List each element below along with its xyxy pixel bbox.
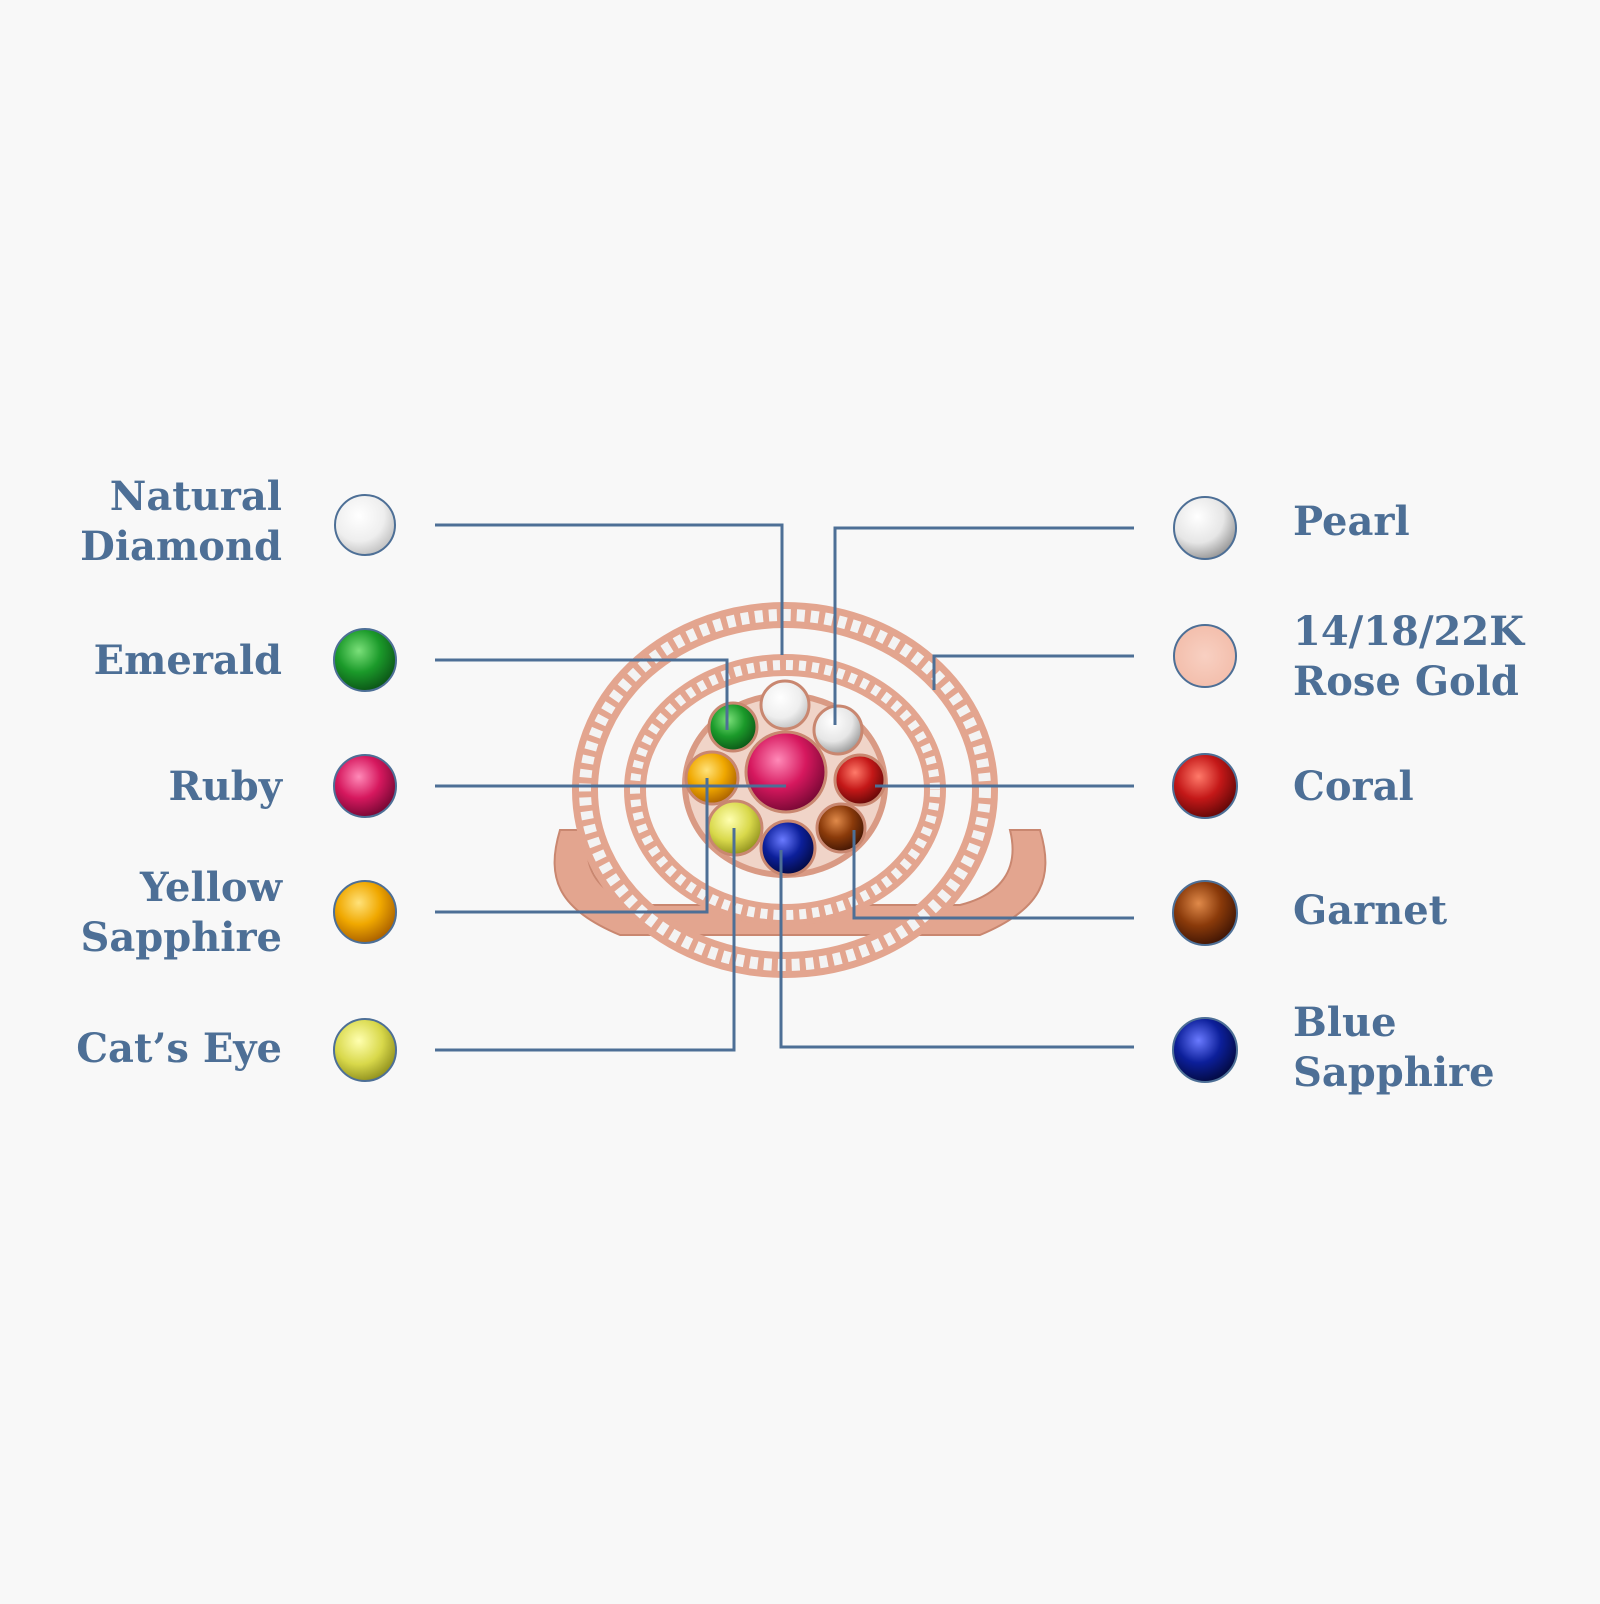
- swatch-blue-sapphire: [1172, 1017, 1238, 1083]
- swatch-coral: [1172, 753, 1238, 819]
- leader-emerald: [435, 658, 729, 730]
- leader-blue-sapphire: [779, 850, 1134, 1049]
- leader-natural-diamond: [435, 523, 784, 655]
- ring-ruby: [744, 730, 828, 814]
- leader-garnet: [852, 830, 1134, 920]
- ring-garnet: [815, 802, 867, 854]
- ring-diamond: [759, 679, 811, 731]
- leader-lines: [435, 523, 1134, 1052]
- label-blue-sapphire: Blue Sapphire: [1293, 999, 1495, 1096]
- ring-yellow-sapphire: [684, 750, 740, 806]
- ring-coral: [833, 753, 887, 807]
- swatch-emerald: [333, 628, 397, 692]
- swatch-natural-diamond: [334, 494, 396, 556]
- swatch-cats-eye: [333, 1018, 397, 1082]
- ring-blue-sapphire: [759, 819, 817, 877]
- label-yellow-sapphire: Yellow Sapphire: [80, 864, 282, 961]
- ring-emerald: [707, 701, 759, 753]
- right-swatches: [1172, 496, 1238, 1083]
- left-swatches: [333, 494, 397, 1082]
- leader-cats-eye: [435, 828, 736, 1052]
- ring-pearl: [812, 704, 864, 756]
- label-pearl: Pearl: [1293, 498, 1410, 545]
- label-emerald: Emerald: [93, 637, 282, 684]
- swatch-garnet: [1172, 880, 1238, 946]
- label-rose-gold: 14/18/22K Rose Gold: [1293, 608, 1524, 705]
- label-cats-eye: Cat’s Eye: [76, 1025, 282, 1072]
- swatch-yellow-sapphire: [333, 880, 397, 944]
- label-ruby: Ruby: [168, 763, 282, 810]
- label-coral: Coral: [1293, 763, 1414, 810]
- label-natural-diamond: Natural Diamond: [80, 473, 282, 570]
- swatch-pearl: [1173, 496, 1237, 560]
- leader-pearl: [833, 526, 1134, 725]
- swatch-ruby: [333, 754, 397, 818]
- leader-rose-gold: [932, 654, 1134, 690]
- swatch-rose-gold: [1173, 624, 1237, 688]
- label-garnet: Garnet: [1293, 887, 1448, 934]
- leader-yellow-sapphire: [435, 778, 709, 914]
